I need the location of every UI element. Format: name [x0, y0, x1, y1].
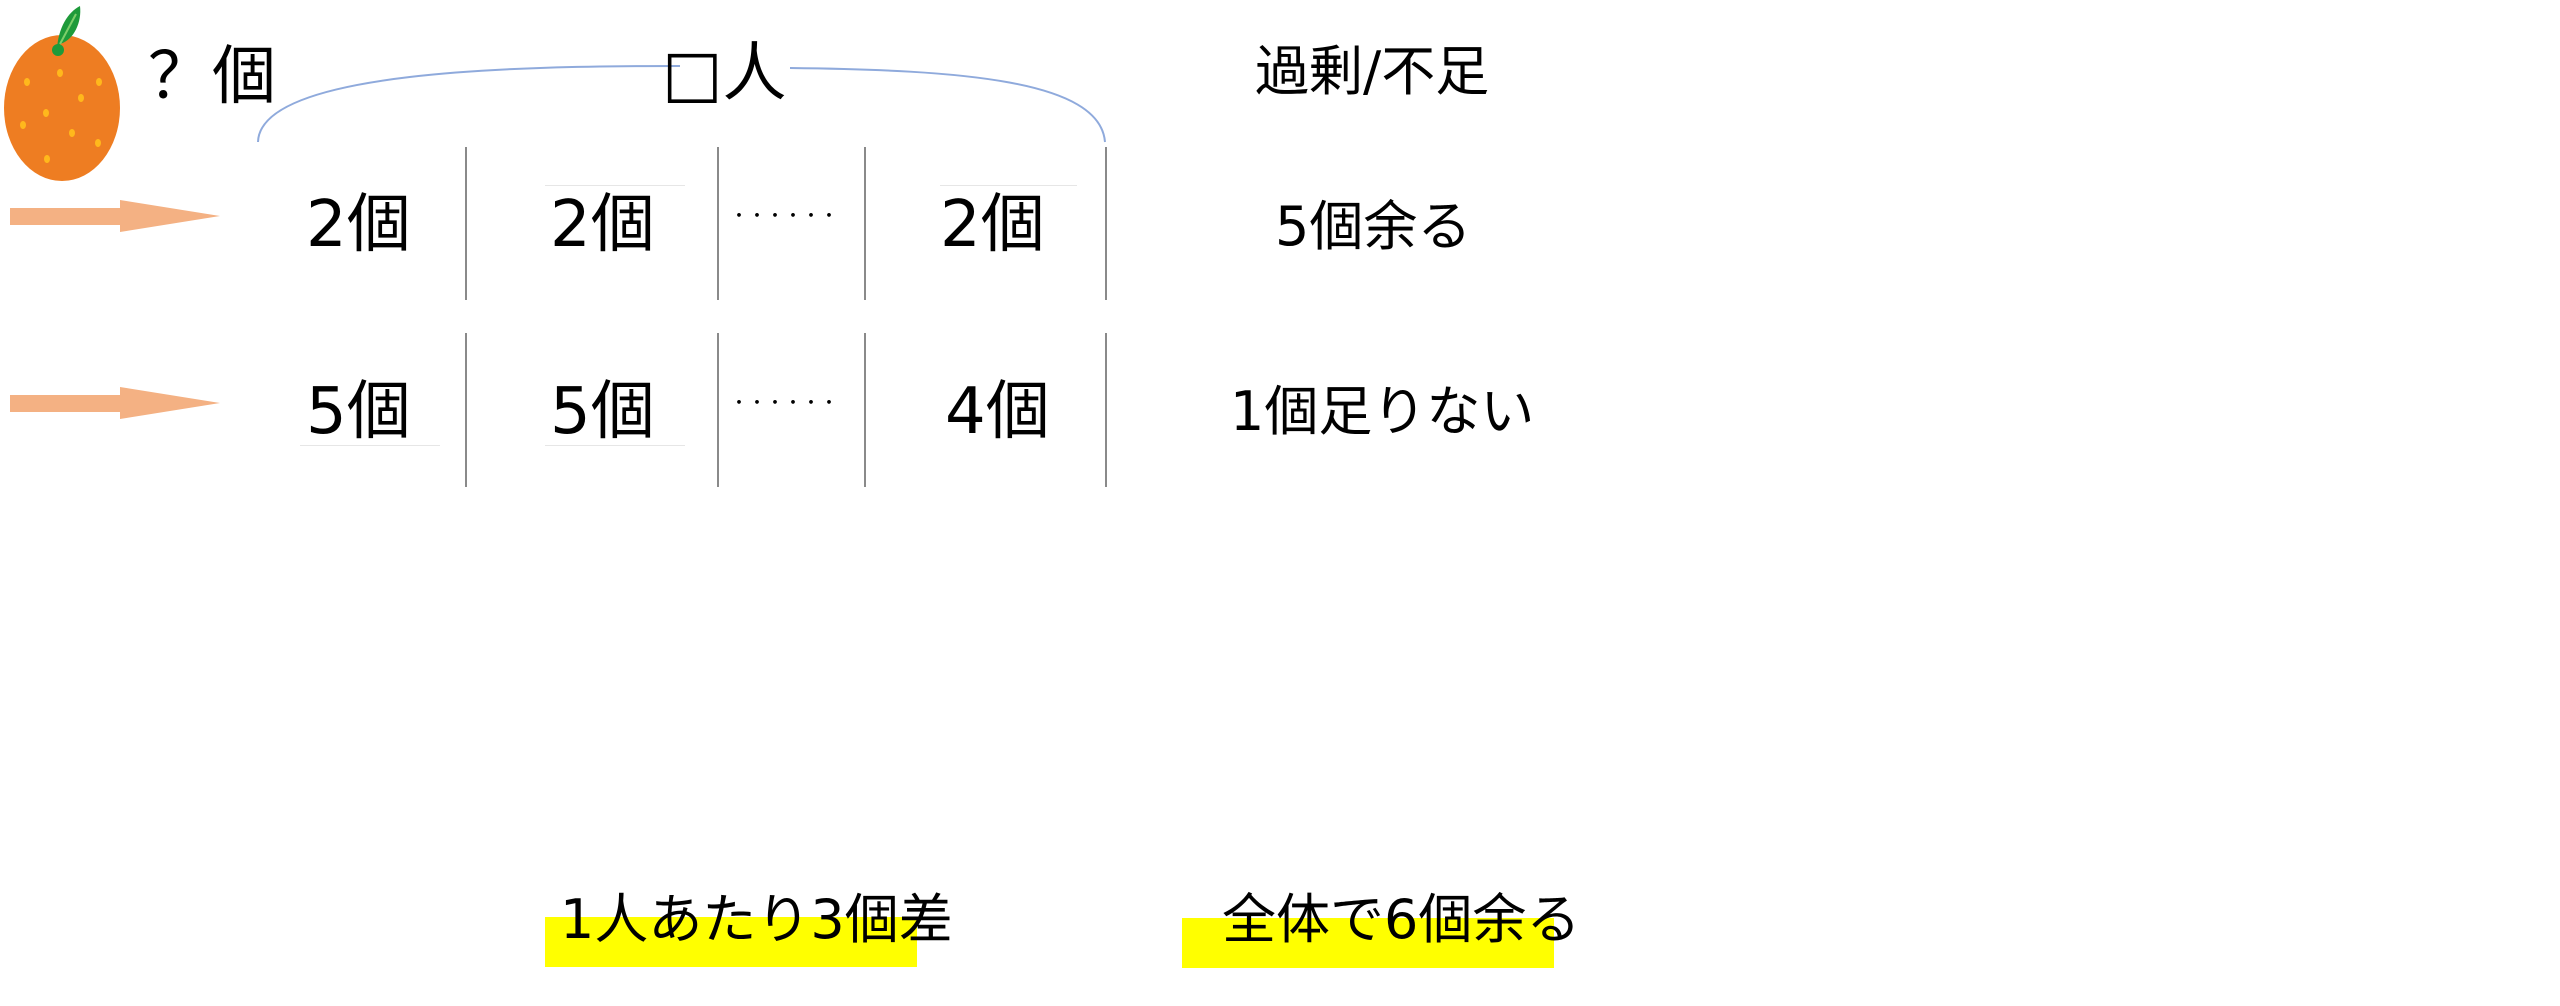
per-person-difference: 1人あたり3個差 [560, 888, 953, 951]
separator [717, 333, 719, 487]
separator [1105, 147, 1107, 300]
row2-cell-2: 5個 [550, 375, 655, 449]
row2-cell-last: 4個 [945, 375, 1050, 449]
highlight-bar [1182, 918, 1554, 968]
separator [465, 147, 467, 300]
separator [465, 333, 467, 487]
highlight-bar [545, 917, 917, 967]
row2-result: 1個足りない [1230, 380, 1535, 443]
row1-ellipsis: ・・・・・・ [730, 206, 838, 227]
total-difference: 全体で6個余る [1222, 888, 1581, 951]
row1-cell-1: 2個 [306, 188, 411, 262]
row1-cell-2: 2個 [550, 188, 655, 262]
row2-arrow-icon [10, 387, 220, 419]
row1-result: 5個余る [1275, 195, 1472, 258]
row1-arrow-icon [10, 200, 220, 232]
row1-cell-last: 2個 [940, 188, 1045, 262]
row2-cell-1: 5個 [306, 375, 411, 449]
row2-ellipsis: ・・・・・・ [730, 393, 838, 414]
divider [300, 445, 440, 446]
unknown-count-label: ？個 [148, 40, 276, 114]
people-count-label: □人 [662, 37, 787, 111]
separator [1105, 333, 1107, 487]
orange-fruit-icon [4, 6, 120, 181]
separator [717, 147, 719, 300]
divider [545, 185, 685, 186]
separator [864, 147, 866, 300]
divider [545, 445, 685, 446]
result-header: 過剰/不足 [1255, 40, 1490, 103]
divider [940, 185, 1077, 186]
people-brace [257, 65, 1106, 143]
separator [864, 333, 866, 487]
